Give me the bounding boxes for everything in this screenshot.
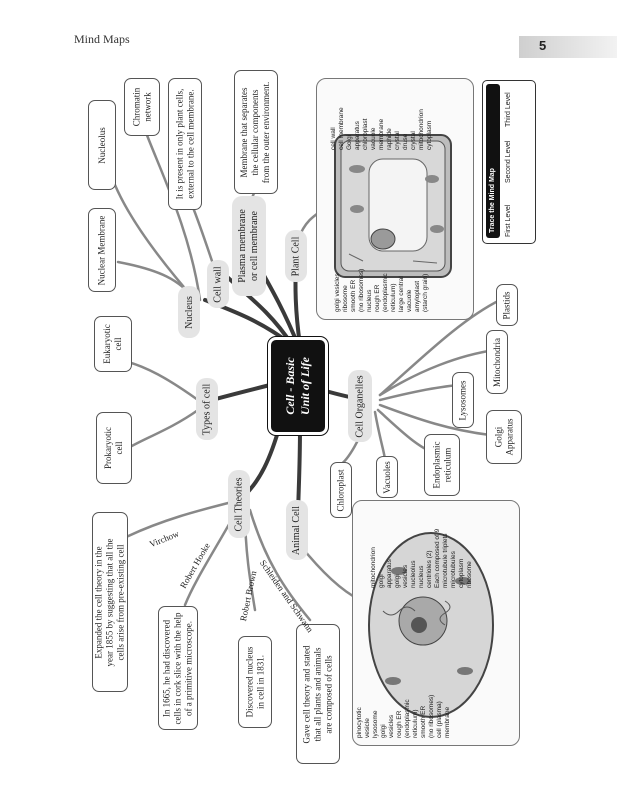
plant-labels-bottom-label: (starch grain) [422,273,429,312]
plant-labels-top-label: crystal [394,131,401,150]
animal-labels-top-label: apparatus [386,559,393,588]
leaf-hooke-description: In 1665, he had discovered cells in cork… [158,606,198,730]
key-third-level: Third Level [505,92,512,127]
plant-labels-top-label: chloroplast [362,118,369,150]
animal-labels-bottom-label: (endoplasmic [404,699,411,738]
section-title: Mind Maps [74,32,130,46]
animal-labels-top-label: microtubule triplets [442,533,449,588]
branch-types-line [210,383,272,402]
animal-labels-bottom-label: pinocytotic [356,707,363,738]
leaf-brown-description: Discovered nucleus in cell in 1831. [238,636,272,728]
central-line-2: Unit of Life [298,357,312,415]
plant-labels-top-label: druse [402,133,409,150]
leaf-chromatin-network: Chromatin network [124,78,160,136]
branch-cell-organelles: Cell Organelles [348,370,372,442]
leaf-membrane-description: Membrane that separates the cellular com… [234,70,278,194]
branch-plant-cell: Plant Cell [285,230,307,282]
branch-nucleus: Nucleus [178,286,200,338]
branch-cell-wall: Cell wall [207,260,229,308]
leaf-cell-wall-description: It is present in only plant cells, exter… [168,78,202,210]
animal-labels-bottom-label: smooth ER [420,705,427,738]
key-first-level: First Level [505,204,512,237]
animal-labels-bottom-label: reticulum) [412,709,419,738]
branch-cell-theories: Cell Theories [228,470,250,538]
animal-labels-top-label: mitochondrion [370,547,377,588]
plant-labels-bottom-label: ribosome [342,285,349,312]
plant-cell-diagram [316,78,474,320]
animal-labels-bottom-label: cell (plasma) [436,701,443,738]
plant-labels-bottom-label: vacuole [406,289,413,312]
animal-labels-top-label: vesicles [402,564,409,588]
plant-labels-top-label: crystal [410,131,417,150]
leaf-endoplasmic-reticulum: Endoplasmic reticulum [424,434,460,496]
animal-labels-top-label: golgi [378,574,385,588]
leaf-golgi-apparatus: Golgi Apparatus [486,410,522,464]
branch-plasma-membrane: Plasma membrane or cell membrane [232,196,266,296]
animal-cell-illustration [368,532,494,718]
animal-labels-top-label: nucleus [418,565,425,588]
branch-theories-line [243,423,282,497]
animal-labels-bottom-label: vesicle [364,718,371,738]
leaf-schleiden-description: Gave cell theory and stated that all pla… [296,624,340,764]
animal-labels-bottom-label: vesicles [388,714,395,738]
leaf-nuclear-membrane: Nuclear Membrane [88,208,116,292]
leaf-plastids: Plastids [496,284,518,326]
key-title: Trace the Mind Map [489,168,496,233]
central-line-1: Cell - Basic [283,357,297,415]
mind-map-key: Trace the Mind Map First Level Second Le… [482,80,536,244]
animal-labels-top-label: Each composed of 9 [434,528,441,588]
key-second-level: Second Level [505,140,512,183]
plant-labels-bottom-label: nucleus [366,289,373,312]
animal-labels-top-label: microtubules [450,551,457,588]
animal-labels-top-label: nucleolus [410,560,417,588]
leaf-vacuoles: Vacuoles [376,456,398,498]
animal-labels-bottom-label: golgi [380,724,387,738]
leaf-lysosomes: Lysosomes [452,372,474,428]
animal-labels-bottom-label: membrane [444,706,451,738]
plant-labels-top-label: apparatus [354,121,361,150]
plant-labels-top-label: Golgi [346,134,353,150]
animal-labels-bottom-label: lysosome [372,710,379,738]
animal-labels-top-label: golgi [394,574,401,588]
plant-labels-top-label: cytoplasm [426,120,433,150]
page-number: 5 [539,38,547,53]
plant-labels-top-label: vacuole [370,127,377,150]
animal-labels-top-label: centrioles (2) [426,550,433,588]
leaf-prokaryotic-cell: Prokaryotic cell [96,412,132,484]
branch-types-of-cell: Types of cell [196,378,218,440]
animal-labels-top-label: ribosome [466,561,473,588]
animal-cell-diagram [352,500,520,746]
branch-animal-cell: Animal Cell [286,500,308,560]
plant-labels-bottom-label: smooth ER [350,279,357,312]
plant-labels-top-label: membrane [378,118,385,150]
plant-labels-bottom-label: amyloplast [414,280,421,312]
plant-cell-illustration [334,134,452,278]
plant-labels-bottom-label: (no ribosomes) [358,268,365,312]
leaf-eukaryotic-cell: Eukaryotic cell [94,316,132,372]
leaf-mitochondria: Mitochondria [486,330,508,394]
leaf-virchow-description: Expanded the cell theory in the year 185… [92,512,128,692]
plant-labels-bottom-label: golgi vesicles [334,273,341,312]
plant-labels-top-label: cell membrane [338,107,345,150]
plant-labels-bottom-label: (endoplasmic [382,273,389,312]
animal-labels-bottom-label: rough ER [396,710,403,738]
plant-labels-bottom-label: reticulum) [390,283,397,312]
plant-labels-top-label: raphide [386,128,393,150]
animal-labels-top-label: cytoplasm [458,558,465,588]
plant-labels-top-label: cell wall [330,127,337,150]
page-number-badge: 5 [519,36,617,58]
leaf-nucleolus: Nucleolus [88,100,116,190]
animal-labels-bottom-label: (no ribosomes) [428,694,435,738]
plant-labels-bottom-label: rough ER [374,284,381,312]
plant-labels-bottom-label: large central [398,276,405,312]
plant-labels-top-label: mitochondrion [418,109,425,150]
leaf-chloroplast: Chloroplast [330,462,352,518]
